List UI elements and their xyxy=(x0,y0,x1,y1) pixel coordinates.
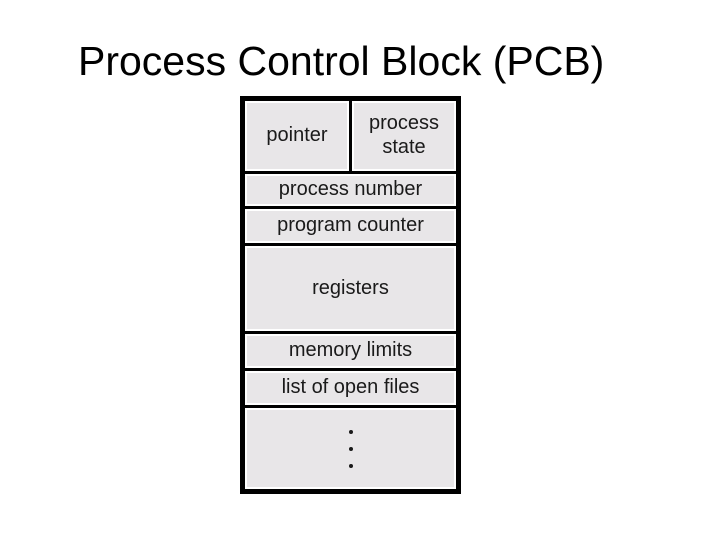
pcb-cell-ellipsis xyxy=(245,408,456,489)
pcb-cell-process-state: process state xyxy=(352,101,456,171)
ellipsis-dot xyxy=(348,446,353,451)
pcb-diagram: pointer process state process number pro… xyxy=(240,96,461,494)
pcb-cell-process-number: process number xyxy=(245,174,456,206)
ellipsis-dot xyxy=(348,463,353,468)
ellipsis-dots xyxy=(348,429,353,468)
slide-title: Process Control Block (PCB) xyxy=(78,38,605,84)
pcb-cell-open-files: list of open files xyxy=(245,371,456,405)
pcb-cell-registers: registers xyxy=(245,246,456,331)
ellipsis-dot xyxy=(348,429,353,434)
pcb-cell-program-counter: program counter xyxy=(245,209,456,243)
pcb-cell-pointer: pointer xyxy=(245,101,349,171)
pcb-grid: pointer process state process number pro… xyxy=(245,101,456,489)
pcb-cell-memory-limits: memory limits xyxy=(245,334,456,368)
pcb-row-top: pointer process state xyxy=(245,101,456,171)
